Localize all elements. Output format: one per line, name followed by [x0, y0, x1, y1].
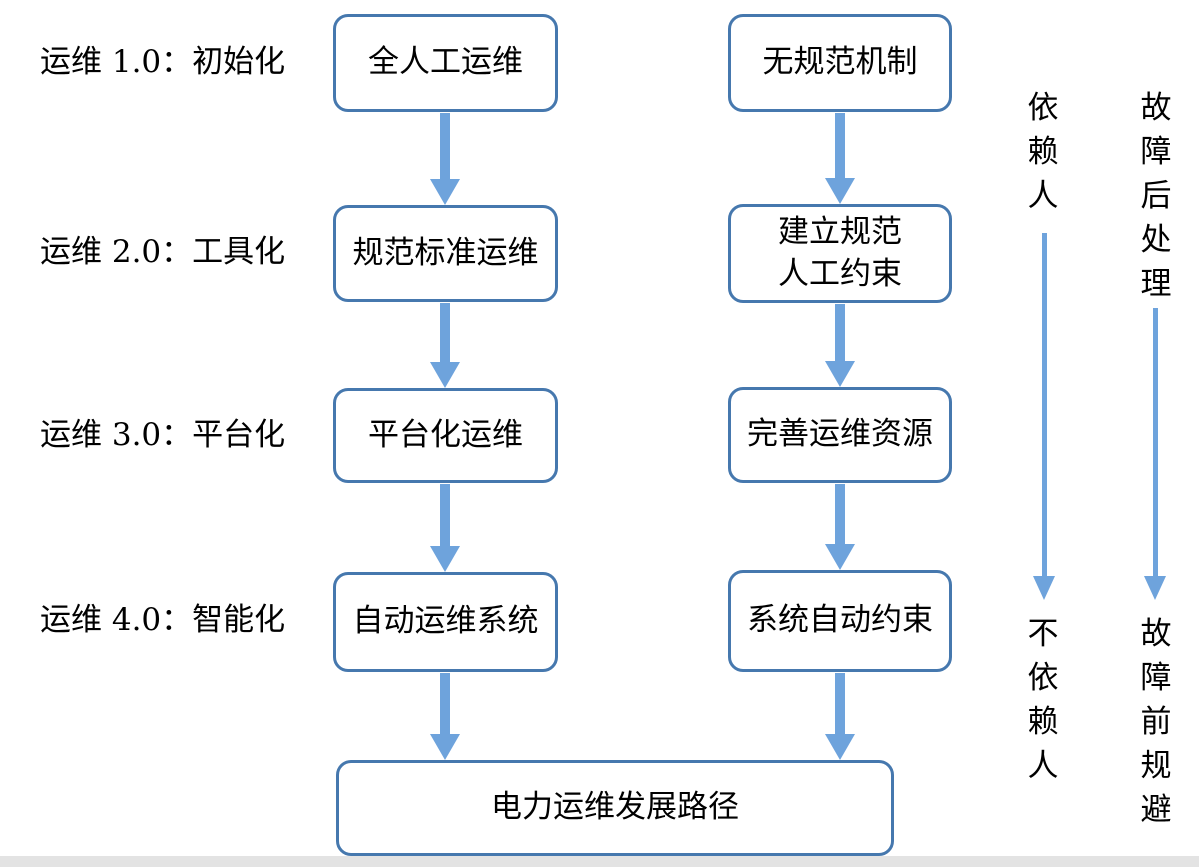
process-box-stage1: 全人工运维 — [333, 14, 558, 112]
process-box-stage4: 自动运维系统 — [333, 572, 558, 672]
result-box: 电力运维发展路径 — [336, 760, 894, 856]
process-box-stage2: 规范标准运维 — [333, 205, 558, 302]
stage-label-4: 运维 4.0：智能化 — [40, 602, 286, 638]
process-box-stage3: 平台化运维 — [333, 388, 558, 483]
flow-arrow-process-1-2 — [430, 113, 460, 205]
flow-arrow-mechanism-3-4 — [825, 484, 855, 570]
flow-arrow-mechanism-4-result — [825, 673, 855, 760]
stage-label-2: 运维 2.0：工具化 — [40, 234, 286, 270]
flow-arrow-mechanism-1-2 — [825, 113, 855, 204]
stage-label-3: 运维 3.0：平台化 — [40, 417, 286, 453]
bottom-edge-bar — [0, 856, 1199, 867]
flow-arrow-process-2-3 — [430, 303, 460, 388]
annotation-fault-handling-top: 故障后处理 — [1140, 90, 1172, 302]
flow-arrow-process-4-result — [430, 673, 460, 760]
mechanism-box-stage3: 完善运维资源 — [728, 387, 952, 483]
annotation-arrow-depend-people — [1033, 233, 1055, 600]
stage-label-1: 运维 1.0：初始化 — [40, 44, 286, 80]
mechanism-box-stage2: 建立规范 人工约束 — [728, 204, 952, 303]
annotation-fault-handling-bottom: 故障前规避 — [1140, 616, 1172, 828]
annotation-arrow-fault-handling — [1144, 308, 1166, 600]
mechanism-box-stage4: 系统自动约束 — [728, 570, 952, 672]
flow-arrow-mechanism-2-3 — [825, 304, 855, 387]
flow-arrow-process-3-4 — [430, 484, 460, 572]
annotation-depend-people-bottom: 不依赖人 — [1027, 616, 1059, 784]
mechanism-box-stage1: 无规范机制 — [728, 14, 952, 112]
annotation-depend-people-top: 依赖人 — [1027, 90, 1059, 214]
